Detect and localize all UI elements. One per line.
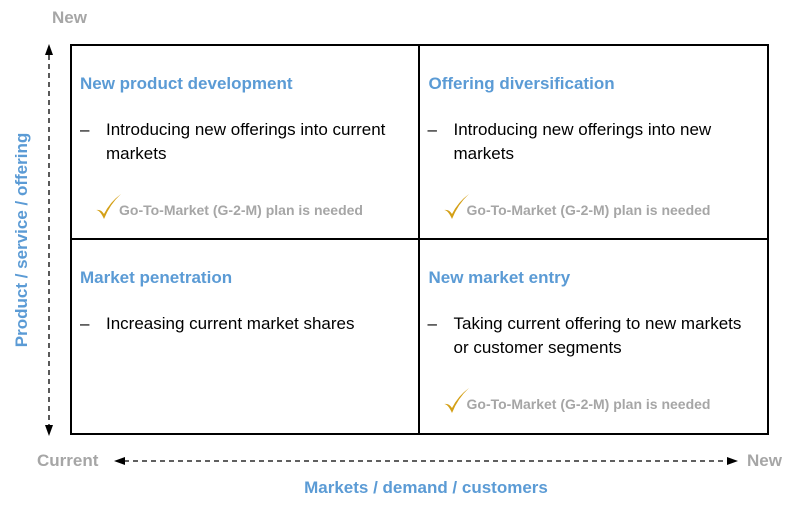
bullet-text: Taking current offering to new markets o… [453,313,742,357]
bullet-text: Increasing current market shares [106,313,355,333]
quadrant-title: New market entry [428,267,571,287]
g2m-note: Go-To-Market (G-2-M) plan is needed [442,194,711,222]
quadrant-bullet: – Introducing new offerings into new mar… [428,118,748,166]
g2m-note-text: Go-To-Market (G-2-M) plan is needed [466,202,711,218]
x-axis-right-label: New [747,451,782,470]
quadrant-title: New product development [80,74,293,93]
bullet-text: Introducing new offerings into new marke… [453,120,712,163]
quadrant-new-product-development: New product development – Introducing ne… [72,46,420,240]
y-axis-arrowhead-up [45,44,53,55]
bullet-dash: – [427,120,437,139]
bullet-dash: – [80,313,90,333]
quadrant-title: Offering diversification [428,74,615,93]
quadrant-bullet: – Taking current offering to new markets… [428,312,748,360]
g2m-note-text: Go-To-Market (G-2-M) plan is needed [119,202,363,218]
x-axis-left-label: Current [37,451,99,470]
y-axis-top-label: New [52,8,87,27]
quadrant-bullet: – Increasing current market shares [80,312,398,336]
checkmark-icon [443,194,469,219]
y-axis-arrowhead-down [45,425,53,436]
checkmark-icon [96,194,121,219]
x-axis-title: Markets / demand / customers [304,478,548,497]
bullet-dash: – [427,313,437,333]
ansoff-matrix: New product development – Introducing ne… [70,44,769,435]
bullet-dash: – [80,120,90,139]
quadrant-offering-diversification: Offering diversification – Introducing n… [419,46,767,240]
g2m-note-text: Go-To-Market (G-2-M) plan is needed [466,395,711,412]
x-axis-arrowhead-right [727,457,738,465]
checkmark-icon [443,387,469,413]
g2m-note: Go-To-Market (G-2-M) plan is needed [94,194,363,222]
quadrant-new-market-entry: New market entry – Taking current offeri… [420,240,768,434]
bullet-text: Introducing new offerings into current m… [106,120,386,163]
quadrant-bullet: – Introducing new offerings into current… [80,118,398,166]
quadrant-market-penetration: Market penetration – Increasing current … [72,239,420,433]
g2m-note: Go-To-Market (G-2-M) plan is needed [442,387,711,416]
x-axis-arrowhead-left [114,457,125,465]
quadrant-title: Market penetration [80,267,233,287]
